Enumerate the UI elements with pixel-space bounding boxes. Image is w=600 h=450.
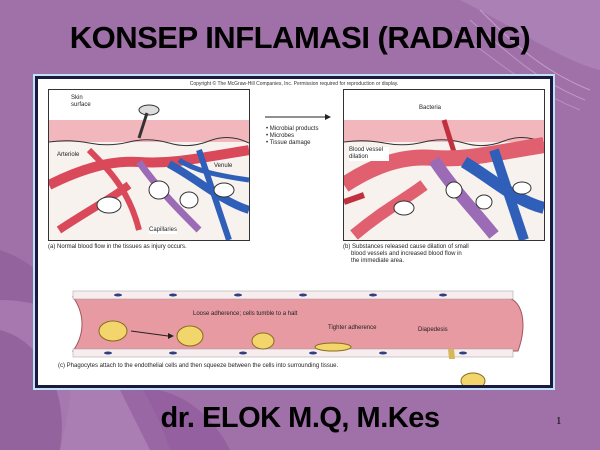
causes-list: • Microbial products • Microbes • Tissue…	[266, 126, 318, 147]
tack-icon	[137, 104, 160, 139]
panel-b-vessel-dilation: Bacteria Blood vessel dilation	[343, 89, 545, 241]
copyright-notice: Copyright © The McGraw-Hill Companies, I…	[189, 81, 399, 87]
label-blood-vessel-dilation: Blood vessel dilation	[349, 147, 389, 161]
page-number: 1	[556, 415, 562, 427]
normal-blood-flow-illustration	[49, 90, 249, 240]
panel-a-normal-blood-flow: Skin surface Arteriole Venule Capillarie…	[48, 89, 250, 241]
cause-item: • Microbial products	[266, 126, 319, 132]
blood-vessel-phagocytes-illustration	[72, 290, 524, 359]
label-skin-surface: Skin surface	[71, 95, 91, 108]
label-arteriole: Arteriole	[57, 152, 80, 158]
author-name: dr. ELOK M.Q, M.Kes	[160, 402, 440, 434]
right-arrow-icon	[265, 114, 331, 120]
label-bacteria: Bacteria	[419, 105, 442, 111]
phagocyte-icon	[98, 320, 456, 359]
cause-item: • Tissue damage	[266, 140, 311, 146]
caption-c: (c) Phagocytes attach to the endothelial…	[58, 363, 339, 369]
label-capillaries: Capillaries	[149, 227, 178, 234]
cause-item: • Microbes	[266, 133, 295, 139]
inflammation-figure: Copyright © The McGraw-Hill Companies, I…	[35, 76, 553, 388]
migrated-phagocyte-icon	[460, 372, 486, 385]
label-venule: Venule	[214, 163, 233, 169]
label-diapedesis: Diapedesis	[418, 327, 448, 333]
label-loose-adherence: Loose adherence; cells tumble to a halt	[193, 311, 298, 317]
vessel-dilation-illustration	[344, 90, 544, 240]
slide-title: KONSEP INFLAMASI (RADANG)	[69, 20, 531, 55]
caption-a: (a) Normal blood flow in the tissues as …	[48, 244, 187, 250]
label-tighter-adherence: Tighter adherence	[328, 325, 377, 331]
figure-frame: Copyright © The McGraw-Hill Companies, I…	[33, 74, 555, 390]
caption-b: (b) Substances released cause dilation o…	[343, 244, 469, 264]
